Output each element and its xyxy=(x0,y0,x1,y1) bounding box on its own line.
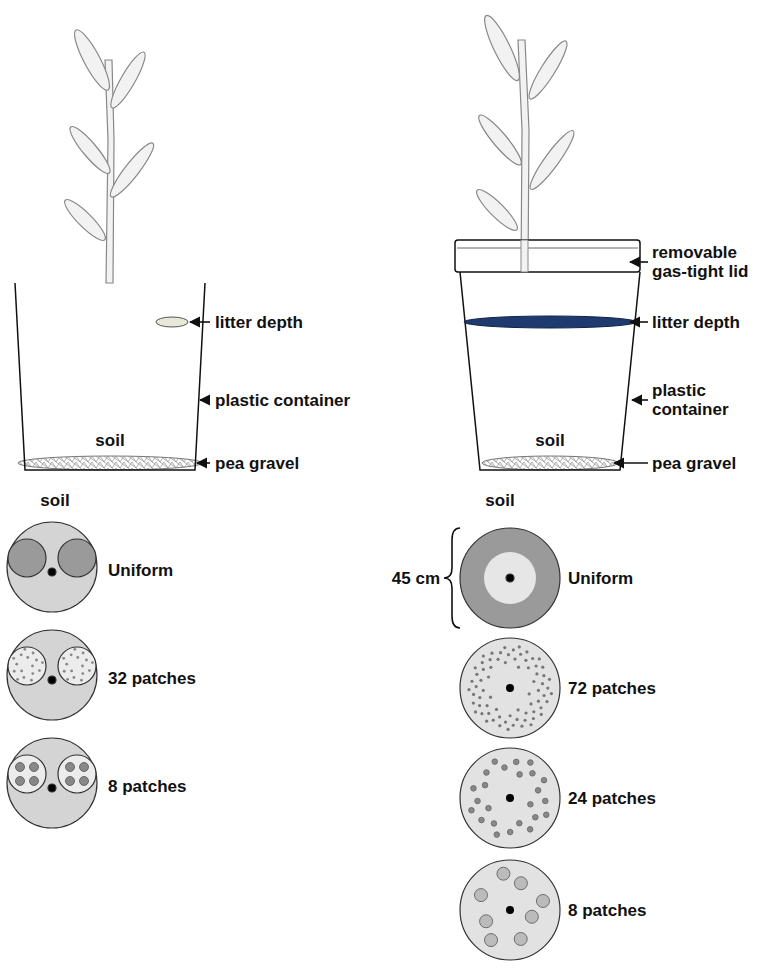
leader-arrows xyxy=(190,262,648,463)
part-label: litter depth xyxy=(215,313,303,332)
part-label: pea gravel xyxy=(215,454,299,473)
layout-plan xyxy=(7,522,97,828)
treatment-label: 24 patches xyxy=(568,789,656,808)
treatment-label: Uniform xyxy=(568,569,633,588)
part-label: soil xyxy=(485,491,514,510)
layout-plan xyxy=(460,528,560,960)
pea-gravel-layer xyxy=(18,456,202,470)
gas-tight-lid xyxy=(455,240,640,272)
plastic-container xyxy=(15,283,205,470)
plastic-container xyxy=(455,240,640,470)
treatment-label: 32 patches xyxy=(108,669,196,688)
treatment-label: Uniform xyxy=(108,561,173,580)
plant xyxy=(472,12,579,272)
part-label: soil xyxy=(95,431,124,450)
diameter-bracket xyxy=(444,528,460,628)
treatment-label: 45 cm xyxy=(392,569,440,588)
plant xyxy=(60,26,158,283)
part-label: plastic container xyxy=(652,381,770,419)
treatment-label: 72 patches xyxy=(568,679,656,698)
centre-dots xyxy=(506,684,514,914)
pea-gravel-layer xyxy=(482,456,618,470)
litter-layer xyxy=(464,316,636,328)
treatment-label: 8 patches xyxy=(108,777,186,796)
part-label: litter depth xyxy=(652,313,770,332)
treatment-label: 8 patches xyxy=(568,901,646,920)
part-label: soil xyxy=(40,491,69,510)
part-label: pea gravel xyxy=(652,454,770,473)
part-label: soil xyxy=(535,431,564,450)
litter-disc xyxy=(156,317,188,327)
part-label: plastic container xyxy=(215,391,350,410)
litter-patches xyxy=(12,648,94,786)
litter-patches xyxy=(467,645,553,946)
part-label: removable gas-tight lid xyxy=(652,243,770,281)
